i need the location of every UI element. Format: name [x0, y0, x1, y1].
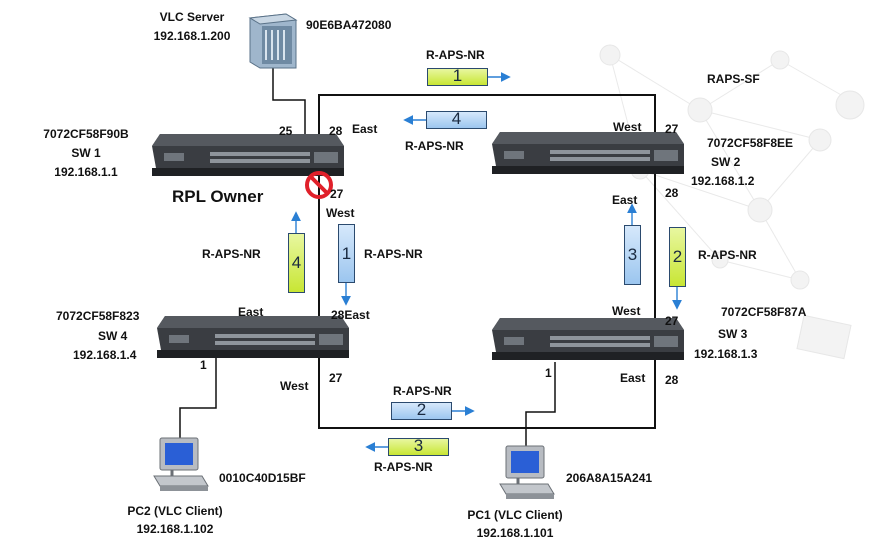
sw1-port-27: 27 — [330, 187, 344, 201]
sw1-ip: 192.168.1.1 — [54, 165, 118, 179]
sw4-port-27: 27 — [329, 371, 343, 385]
sw4-name: SW 4 — [98, 329, 128, 343]
pc-icon — [499, 445, 555, 499]
sw1-port-west: West — [326, 206, 355, 220]
sw2-port-27: 27 — [665, 122, 679, 136]
msg-bottom-2-label: R-APS-NR — [393, 384, 452, 398]
sw2-port-28: 28 — [665, 186, 679, 200]
sw4-port-west: West — [280, 379, 309, 393]
sw4-port-east: East — [238, 305, 264, 319]
pc1-ip: 192.168.1.101 — [476, 526, 554, 540]
msg-top-1-label: R-APS-NR — [426, 48, 485, 62]
msg-left-1-label: R-APS-NR — [364, 247, 423, 261]
sw3-port-28: 28 — [665, 373, 679, 387]
msg-bottom-2: 2 — [391, 401, 452, 420]
sw3-ip: 192.168.1.3 — [694, 347, 758, 361]
sw2-port-east: East — [612, 193, 638, 207]
ring-link — [318, 94, 656, 429]
sw3-name: SW 3 — [718, 327, 748, 341]
sw4-port-28east: 28East — [331, 308, 370, 322]
msg-top-4: 4 — [426, 110, 487, 129]
sw3-port-west: West — [612, 304, 641, 318]
raps-sf-label: RAPS-SF — [707, 72, 760, 86]
sw4-port-1: 1 — [200, 358, 207, 372]
server-cable — [272, 68, 306, 145]
sw1-port-25: 25 — [279, 124, 293, 138]
blocked-port-icon — [305, 171, 333, 199]
sw1-mac: 7072CF58F90B — [43, 127, 129, 141]
switch-sw4 — [157, 316, 349, 358]
sw3-port-27: 27 — [665, 314, 679, 328]
globe-decoration — [599, 44, 865, 360]
sw1-name: SW 1 — [71, 146, 101, 160]
pc1-name: PC1 (VLC Client) — [467, 508, 563, 522]
sw4-ip: 192.168.1.4 — [73, 348, 137, 362]
msg-left-4: 4 — [288, 233, 305, 293]
sw1-port-28: 28 — [329, 124, 343, 138]
server-mac: 90E6BA472080 — [306, 18, 392, 32]
switch-sw3 — [492, 318, 684, 360]
msg-top-1: 1 — [427, 67, 488, 86]
sw1-port-east: East — [352, 122, 378, 136]
sw3-port-1: 1 — [545, 366, 552, 380]
pc2-cable — [179, 355, 217, 440]
pc1-cable — [525, 362, 556, 448]
msg-right-2: 2 — [669, 227, 686, 287]
sw3-port-east: East — [620, 371, 646, 385]
server-name: VLC Server — [159, 10, 225, 24]
pc2-ip: 192.168.1.102 — [136, 522, 214, 536]
msg-bottom-3: 3 — [388, 437, 449, 456]
sw2-port-west: West — [613, 120, 642, 134]
message-arrows — [291, 72, 682, 452]
server-ip: 192.168.1.200 — [153, 29, 231, 43]
switch-sw1 — [152, 134, 344, 176]
sw2-ip: 192.168.1.2 — [691, 174, 755, 188]
msg-left-1: 1 — [338, 224, 355, 283]
sw2-name: SW 2 — [711, 155, 741, 169]
sw2-mac: 7072CF58F8EE — [707, 136, 794, 150]
sw3-mac: 7072CF58F87A — [721, 305, 807, 319]
pc-icon — [153, 437, 209, 491]
pc2-name: PC2 (VLC Client) — [127, 504, 223, 518]
msg-top-4-label: R-APS-NR — [405, 139, 464, 153]
msg-bottom-3-label: R-APS-NR — [374, 460, 433, 474]
switch-sw2 — [492, 132, 684, 174]
msg-left-4-label: R-APS-NR — [202, 247, 261, 261]
sw4-mac: 7072CF58F823 — [56, 309, 140, 323]
pc1-mac: 206A8A15A241 — [566, 471, 653, 485]
msg-right-2-label: R-APS-NR — [698, 248, 757, 262]
rpl-owner-label: RPL Owner — [172, 187, 264, 206]
server-icon — [248, 13, 298, 69]
pc2-mac: 0010C40D15BF — [219, 471, 306, 485]
msg-right-3: 3 — [624, 225, 641, 285]
